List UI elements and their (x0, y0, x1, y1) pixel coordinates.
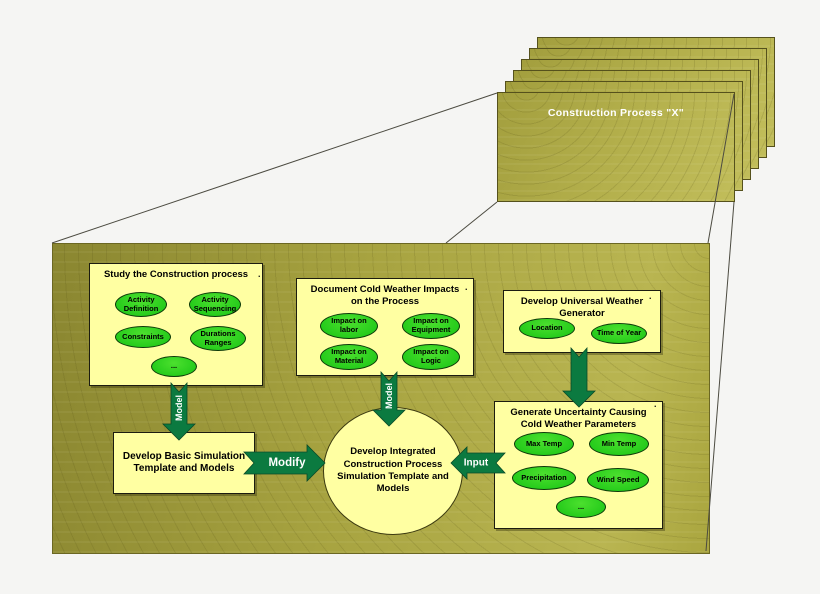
generate-box-title: Generate Uncertainty Causing Cold Weathe… (510, 407, 647, 430)
model-arrow-label: Model (174, 395, 184, 421)
input-arrow-label: Input (464, 458, 489, 469)
modify-arrow-label: Modify (268, 457, 306, 469)
min-temp-ellipse: Min Temp (589, 432, 649, 456)
max-temp-ellipse: Max Temp (514, 432, 574, 456)
title-marker: . (258, 269, 261, 279)
activity-sequencing-ellipse: Activity Sequencing (189, 292, 241, 317)
basic-box-title: Develop Basic Simulation Template and Mo… (122, 450, 246, 475)
document-box-title: Document Cold Weather Impacts on the Pro… (310, 284, 460, 307)
time-of-year-ellipse: Time of Year (591, 323, 647, 344)
projection-line (445, 201, 498, 244)
impact-logic-ellipse: Impact on Logic (402, 344, 460, 370)
weather-to-generate-arrow (562, 346, 596, 408)
integrated-simulation-circle: Develop Integrated Construction Process … (323, 407, 463, 535)
impact-material-ellipse: Impact on Material (320, 344, 378, 370)
precipitation-ellipse: Precipitation (512, 466, 576, 490)
study-more-ellipse: ... (151, 356, 197, 377)
title-marker: . (465, 282, 468, 292)
generate-more-ellipse: ... (556, 496, 606, 518)
basic-simulation-box: Develop Basic Simulation Template and Mo… (113, 432, 255, 494)
modify-arrow (243, 444, 326, 482)
constraints-ellipse: Constraints (115, 326, 171, 348)
model-arrow-label: Model (384, 383, 394, 409)
location-ellipse: Location (519, 318, 575, 339)
durations-ranges-ellipse: Durations Ranges (190, 326, 246, 351)
main-panel: Study the Construction process . Activit… (52, 243, 710, 554)
front-card: Construction Process "X" (497, 92, 735, 202)
title-marker: . (654, 399, 657, 409)
weather-box-title: Develop Universal Weather Generator (520, 296, 644, 319)
title-marker: . (649, 291, 652, 301)
projection-line (705, 201, 735, 552)
wind-speed-ellipse: Wind Speed (587, 468, 649, 492)
activity-definition-ellipse: Activity Definition (115, 292, 167, 317)
impact-labor-ellipse: Impact on labor (320, 313, 378, 339)
impact-equipment-ellipse: Impact on Equipment (402, 313, 460, 339)
front-card-title: Construction Process "X" (547, 107, 685, 119)
projection-line (51, 92, 498, 244)
study-box-title: Study the Construction process (103, 269, 249, 280)
